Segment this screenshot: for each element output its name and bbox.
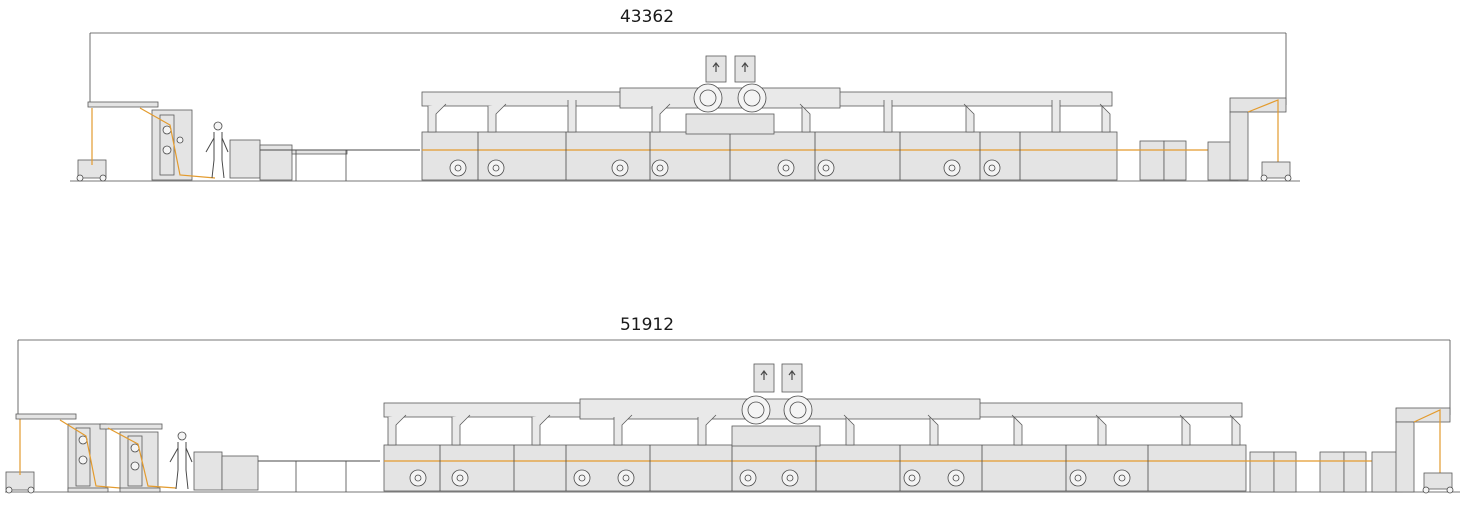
cooling-units-bottom: [1246, 451, 1375, 493]
exhaust-fans-bottom: [731, 363, 821, 447]
oven-zones-top: [477, 132, 1021, 180]
overall-length-top: 43362: [620, 7, 674, 27]
cooling-units-top: [1117, 140, 1210, 181]
rewinder-top: [1207, 97, 1292, 182]
overall-length-bottom: 51912: [620, 315, 674, 335]
dimension-line-bottom: [17, 339, 1451, 415]
conveyor-bottom: [258, 460, 380, 492]
production-line-bottom: 51912: [5, 315, 1460, 494]
dryer-oven-bottom: [383, 398, 1247, 492]
coating-head-bottom: [169, 431, 259, 491]
oven-fans-top: [449, 159, 1001, 177]
unwinder-top: [76, 101, 216, 182]
rewinder-bottom: [1371, 407, 1454, 494]
oven-vents-top: [427, 100, 1111, 133]
production-line-top: 43362: [70, 7, 1300, 182]
unwinder-bottom: [5, 413, 121, 494]
conveyor-top: [260, 149, 420, 181]
oven-fans-bottom: [409, 469, 1131, 487]
oven-zones-bottom: [439, 445, 1149, 491]
oven-vents-bottom: [387, 414, 1241, 446]
dryer-oven-top: [421, 87, 1118, 181]
dimension-line-top: [89, 32, 1287, 105]
unwinder-secondary-bottom: [99, 423, 177, 493]
coating-head-top: [205, 121, 348, 181]
exhaust-fans-top: [685, 55, 775, 135]
